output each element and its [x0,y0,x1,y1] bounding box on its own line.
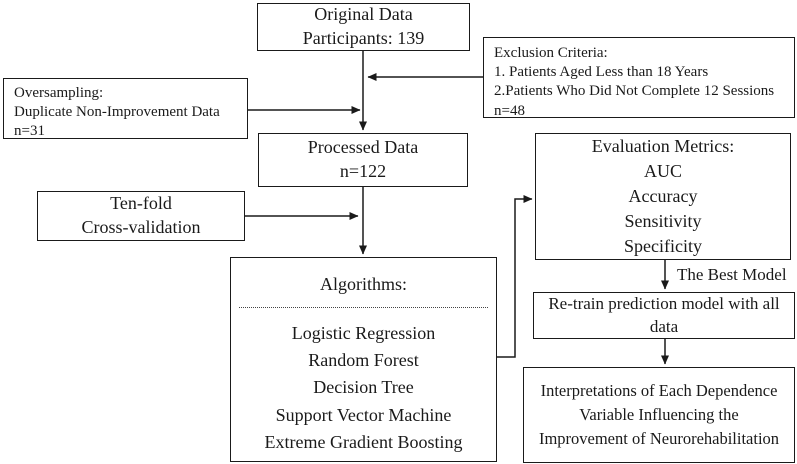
arrow-algorithms-to-evaluation [497,195,533,358]
list-item: Logistic Regression [291,322,436,343]
box-exclusion-criteria: Exclusion Criteria: 1. Patients Aged Les… [483,37,795,119]
box-line: Sensitivity [624,210,702,231]
box-line: n=122 [339,161,387,181]
list-item: Support Vector Machine [275,404,452,425]
box-line: Oversampling: [14,85,104,101]
box-text: Interpretations of Each Dependence Varia… [538,381,780,448]
dotted-divider [239,306,488,308]
box-processed-data: Processed Data n=122 [258,133,468,187]
list-item: Decision Tree [313,377,414,398]
box-line: n=31 [14,123,45,140]
box-line: n=48 [494,102,525,119]
list-item: Extreme Gradient Boosting [264,432,463,453]
box-line: Participants: 139 [302,28,425,48]
box-text: Re-train prediction model with all data [548,294,780,336]
algorithms-title: Algorithms: [319,274,407,294]
box-cross-validation: Ten-fold Cross-validation [37,191,245,241]
box-oversampling: Oversampling: Duplicate Non-Improvement … [3,78,248,139]
box-retrain-model: Re-train prediction model with all data [533,292,795,339]
box-line: Processed Data [307,137,419,158]
box-line: AUC [643,161,682,182]
best-model-label: The Best Model [677,265,787,284]
box-line: Accuracy [628,186,698,207]
box-line: Specificity [624,235,702,256]
box-line: Original Data [314,4,413,25]
list-item: Random Forest [308,350,419,371]
box-line: 1. Patients Aged Less than 18 Years [494,64,709,81]
box-line: Exclusion Criteria: [494,45,608,61]
box-evaluation-metrics: Evaluation Metrics: AUC Accuracy Sensiti… [535,133,791,260]
box-algorithms: Algorithms: Logistic Regression Random F… [230,257,497,462]
box-original-data: Original Data Participants: 139 [257,3,470,51]
box-line: Ten-fold [110,193,172,214]
box-line: Duplicate Non-Improvement Data [14,104,220,121]
box-line: Evaluation Metrics: [591,136,735,157]
box-interpretation: Interpretations of Each Dependence Varia… [523,367,795,463]
box-line: Cross-validation [81,217,201,237]
box-line: 2.Patients Who Did Not Complete 12 Sessi… [494,83,775,100]
algorithms-list: Logistic Regression Random Forest Decisi… [265,320,463,457]
